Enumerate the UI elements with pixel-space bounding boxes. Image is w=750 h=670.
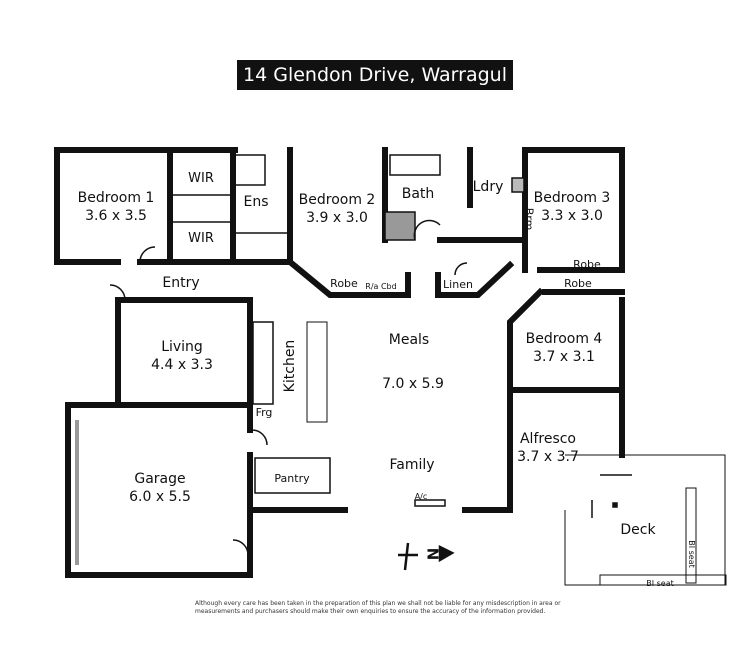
property-address-title: 14 Glendon Drive, Warragul: [237, 60, 513, 90]
laundry-label: Ldry: [472, 179, 504, 195]
bath-label: Bath: [401, 186, 435, 202]
family-label: Family: [389, 457, 435, 473]
ensuite-label: Ens: [243, 194, 269, 210]
meals-size: 7.0 x 5.9: [382, 376, 444, 392]
built-in-seat-label: BI seat: [646, 579, 674, 588]
kitchen-label: Kitchen: [282, 339, 298, 393]
linen-label: Linen: [443, 278, 473, 291]
entry-label: Entry: [162, 275, 200, 291]
fixtures: [75, 154, 727, 586]
disclaimer: Although every care has been taken in th…: [195, 600, 561, 615]
fridge-label: Frg: [255, 406, 273, 419]
compass-north-arrow: [398, 542, 455, 571]
aircon-label: A/c: [414, 492, 428, 501]
compass-north-label: N: [424, 547, 443, 561]
racbd-label: R/a Cbd: [365, 282, 397, 291]
robe-label: Robe: [564, 277, 592, 290]
built-in-seat-label: BI seat: [687, 540, 696, 568]
wir-label: WIR: [188, 231, 214, 246]
wir-label: WIR: [188, 171, 214, 186]
meals-label: Meals: [388, 332, 430, 348]
robe-label: Robe: [330, 277, 358, 290]
pantry-label: Pantry: [274, 472, 310, 485]
walls: [54, 147, 625, 578]
robe-label: Robe: [573, 258, 601, 271]
deck-label: Deck: [620, 522, 656, 538]
